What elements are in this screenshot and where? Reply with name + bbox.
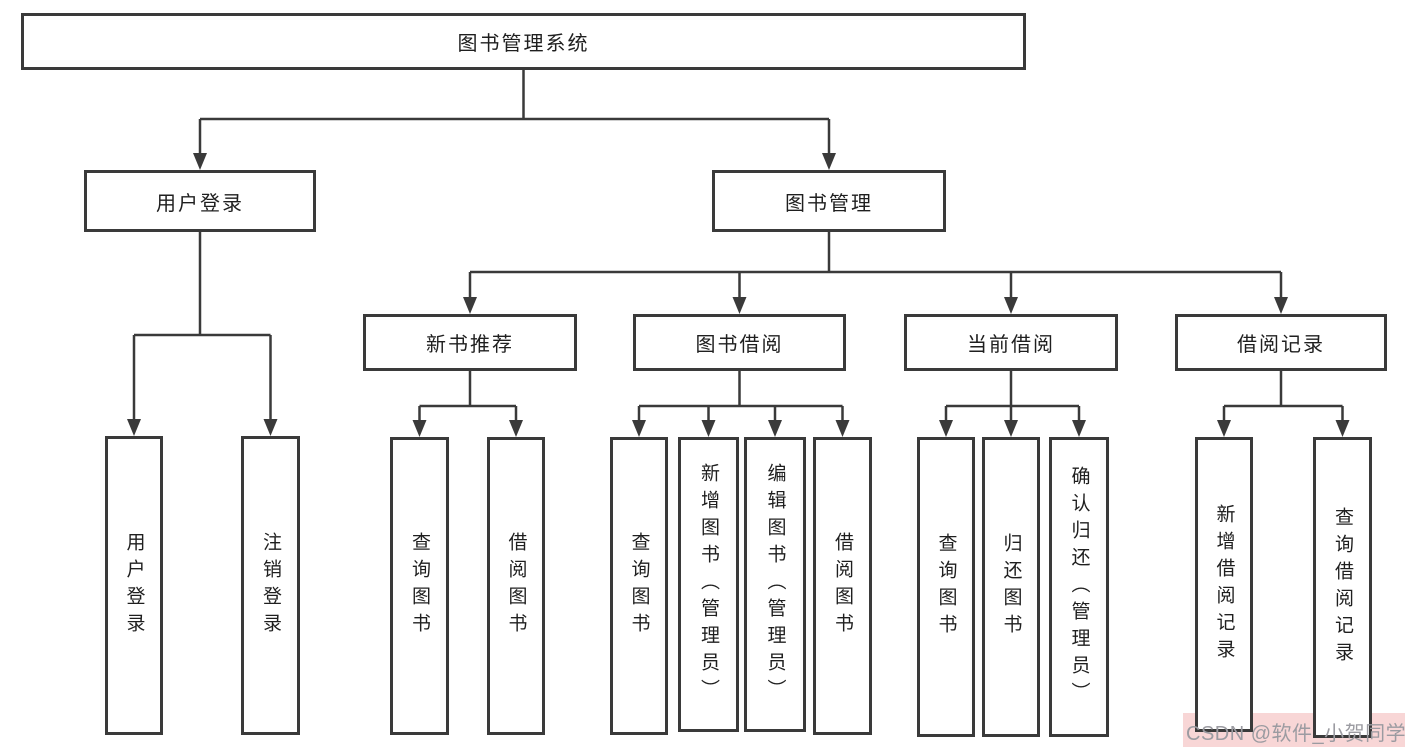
node-root: 图书管理系统 — [21, 13, 1026, 70]
node-leaf-query-book-1: 查询图书 — [390, 437, 449, 735]
arrowhead-icon — [822, 153, 836, 170]
node-leaf-edit-book: 编辑图书（管理员） — [744, 437, 806, 732]
arrowhead-icon — [1004, 420, 1018, 437]
arrowhead-icon — [127, 419, 141, 436]
arrowhead-icon — [463, 297, 477, 314]
arrowhead-icon — [1072, 420, 1086, 437]
arrowhead-icon — [1274, 297, 1288, 314]
arrowhead-icon — [732, 297, 747, 314]
node-book-borrow: 图书借阅 — [633, 314, 846, 371]
node-borrow-record: 借阅记录 — [1175, 314, 1387, 371]
csdn-watermark: CSDN @软件_小贺同学 — [1186, 723, 1405, 745]
node-leaf-query-book-2: 查询图书 — [610, 437, 668, 735]
arrowhead-icon — [939, 420, 953, 437]
node-leaf-borrow-book-2: 借阅图书 — [813, 437, 872, 735]
node-leaf-query-book-3: 查询图书 — [917, 437, 975, 737]
node-user-login: 用户登录 — [84, 170, 316, 232]
node-new-book-rec: 新书推荐 — [363, 314, 577, 371]
arrowhead-icon — [193, 153, 207, 170]
arrowhead-icon — [835, 420, 850, 437]
node-leaf-user-login: 用户登录 — [105, 436, 163, 735]
arrowhead-icon — [768, 420, 782, 437]
node-leaf-add-book: 新增图书（管理员） — [678, 437, 739, 732]
arrowhead-icon — [1004, 297, 1018, 314]
arrowhead-icon — [509, 420, 523, 437]
node-leaf-return-book: 归还图书 — [982, 437, 1040, 737]
arrowhead-icon — [1335, 420, 1350, 437]
node-leaf-confirm-return: 确认归还（管理员） — [1049, 437, 1109, 737]
arrowhead-icon — [1217, 420, 1231, 437]
arrowhead-icon — [701, 420, 716, 437]
node-leaf-add-record: 新增借阅记录 — [1195, 437, 1253, 732]
node-leaf-logout: 注销登录 — [241, 436, 300, 735]
node-current-borrow: 当前借阅 — [904, 314, 1118, 371]
node-leaf-borrow-book-1: 借阅图书 — [487, 437, 545, 735]
arrowhead-icon — [263, 419, 278, 436]
arrowhead-icon — [632, 420, 646, 437]
node-book-mgmt: 图书管理 — [712, 170, 946, 232]
node-leaf-query-record: 查询借阅记录 — [1313, 437, 1372, 738]
arrowhead-icon — [412, 420, 427, 437]
